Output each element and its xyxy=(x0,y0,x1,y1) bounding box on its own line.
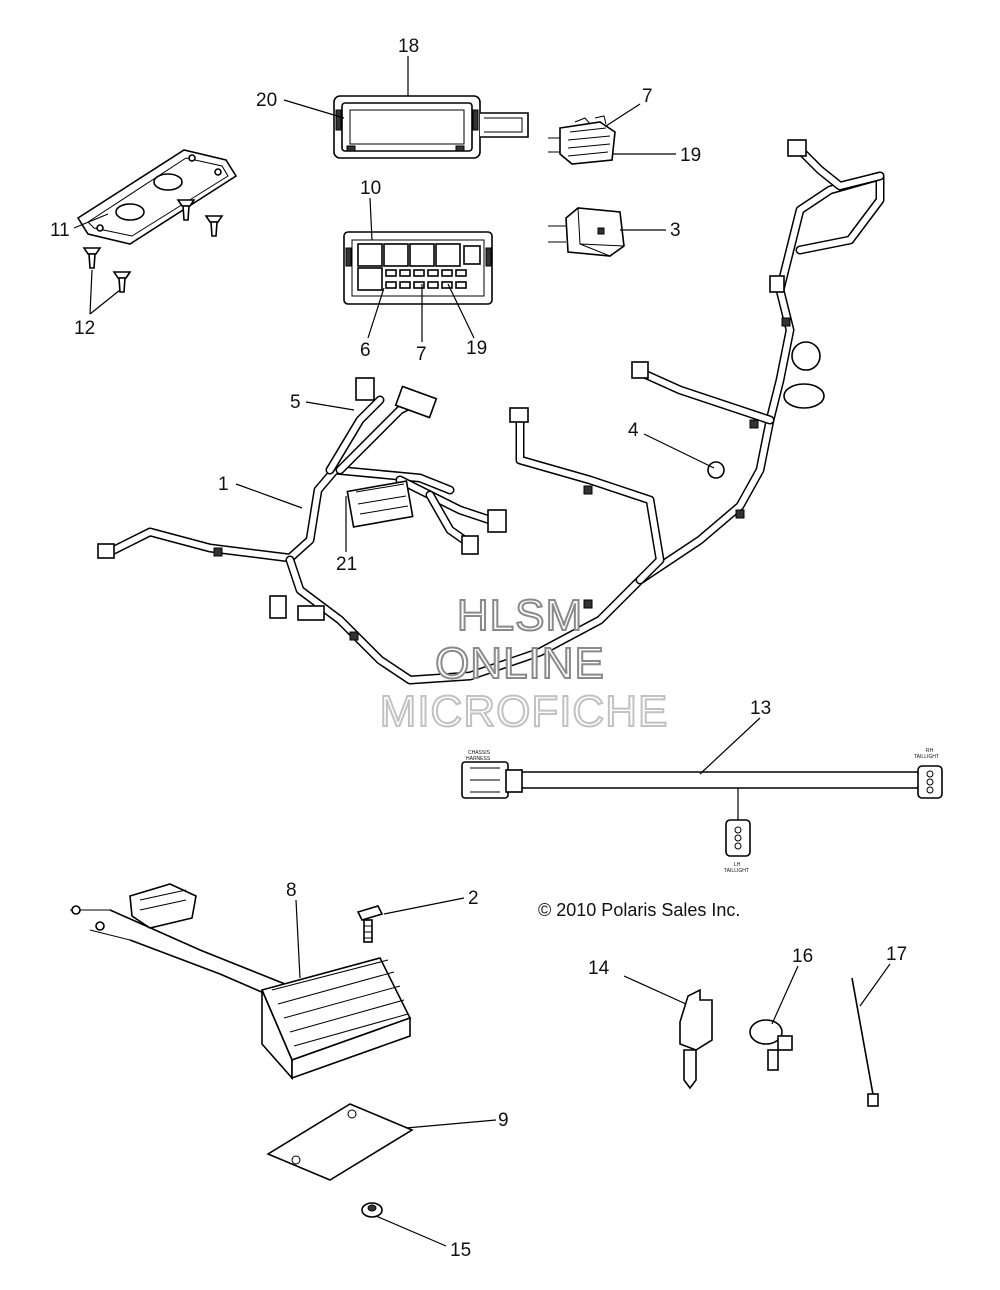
callout-18: 18 xyxy=(398,36,419,57)
callout-11: 11 xyxy=(50,220,70,241)
push-rivet-part xyxy=(82,199,224,293)
connector-block-part xyxy=(548,207,625,257)
callout-10: 10 xyxy=(360,178,381,199)
callout-6: 6 xyxy=(360,340,371,361)
callout-8: 8 xyxy=(286,880,297,901)
relay-connector-part xyxy=(548,115,616,165)
callout-labels: 18 20 7 19 11 12 10 3 6 7 19 5 4 1 21 13… xyxy=(50,36,907,1261)
main-harness-part xyxy=(97,139,885,685)
callout-7-mid: 7 xyxy=(416,344,427,365)
callout-4: 4 xyxy=(628,420,639,441)
callout-5: 5 xyxy=(290,392,301,413)
callout-21: 21 xyxy=(336,554,357,575)
callout-14: 14 xyxy=(588,958,610,979)
callout-17: 17 xyxy=(886,944,907,965)
watermark-line-1: HLSM xyxy=(457,591,583,640)
regulator-part xyxy=(70,883,412,1081)
chassis-label-1: CHASSIS xyxy=(468,750,491,756)
callout-20: 20 xyxy=(256,90,277,111)
lh-label-2: TAILLIGHT xyxy=(724,868,749,874)
copyright-text: © 2010 Polaris Sales Inc. xyxy=(538,900,740,920)
callout-12: 12 xyxy=(74,318,95,339)
watermark-line-3: MICROFICHE xyxy=(380,687,669,736)
nut-part xyxy=(361,1202,383,1218)
callout-15: 15 xyxy=(450,1240,471,1261)
rh-label-1: RH xyxy=(926,748,934,754)
mounting-plate-part xyxy=(76,149,238,245)
plate-part xyxy=(266,1103,414,1181)
callout-19-top: 19 xyxy=(680,145,701,166)
callout-13: 13 xyxy=(750,698,771,719)
callout-16: 16 xyxy=(792,946,813,967)
fuse-box-base-part xyxy=(343,231,493,305)
callout-7-top: 7 xyxy=(642,86,653,107)
callout-19-mid: 19 xyxy=(466,338,487,359)
chassis-label-2: HARNESS xyxy=(466,756,491,762)
clamp-part xyxy=(749,1019,793,1071)
fuse-box-cover-part xyxy=(333,95,529,159)
lh-label-1: LH xyxy=(734,862,741,868)
leader-lines xyxy=(73,56,891,1247)
callout-1: 1 xyxy=(218,474,229,495)
callout-3: 3 xyxy=(670,220,681,241)
taillight-harness-part: CHASSIS HARNESS RH TAILLIGHT LH TAILLIGH… xyxy=(461,748,943,874)
clip-part xyxy=(679,988,713,1090)
callout-9: 9 xyxy=(498,1110,509,1131)
watermark-line-2: ONLINE xyxy=(435,639,605,688)
bolt-part xyxy=(356,905,384,943)
callout-2: 2 xyxy=(468,888,479,909)
cable-tie-part xyxy=(851,977,879,1107)
watermark: HLSM ONLINE MICROFICHE xyxy=(379,590,669,737)
rh-label-2: TAILLIGHT xyxy=(914,754,939,760)
